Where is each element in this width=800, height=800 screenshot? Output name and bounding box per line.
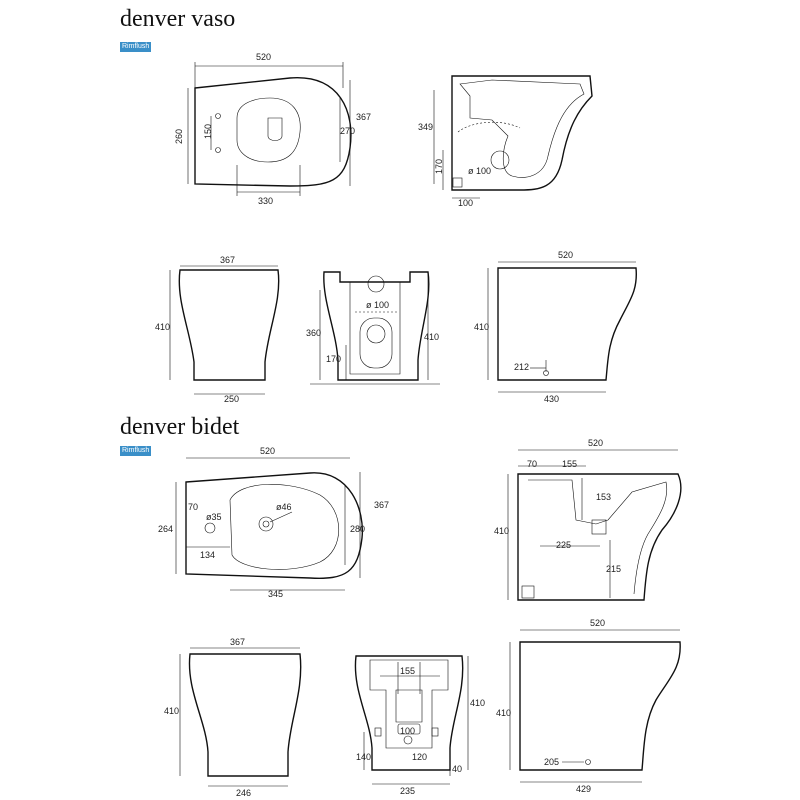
vaso-top-bottom-label: 330 [258, 196, 273, 206]
vaso-back-height-label: 360 [306, 328, 321, 338]
vaso-side-height-label: 349 [418, 122, 433, 132]
vaso-right-view: 520 410 212 430 [474, 250, 637, 404]
vaso-back-total-label: 410 [424, 332, 439, 342]
vaso-front-height-label: 410 [155, 322, 170, 332]
vaso-top-bowl-label: 270 [340, 126, 355, 136]
bidet-side-a-label: 70 [527, 459, 537, 469]
bidet-side-d-label: 225 [556, 540, 571, 550]
bidet-title: denver bidet [120, 414, 240, 440]
bidet-top-depth-label: 367 [374, 500, 389, 510]
bidet-back-total-label: 410 [470, 698, 485, 708]
vaso-top-width-label: 520 [256, 52, 271, 62]
vaso-right-fix-label: 212 [514, 362, 529, 372]
bidet-right-height-label: 410 [496, 708, 511, 718]
vaso-right-base-label: 430 [544, 394, 559, 404]
vaso-front-base-label: 250 [224, 394, 239, 404]
bidet-side-c-label: 153 [596, 492, 611, 502]
bidet-front-height-label: 410 [164, 706, 179, 716]
vaso-logo-text: Rimflush [120, 42, 152, 52]
bidet-back-right-label: 120 [412, 752, 427, 762]
bidet-back-base-label: 235 [400, 786, 415, 796]
bidet-side-width-label: 520 [588, 438, 603, 448]
vaso-front-width-label: 367 [220, 255, 235, 265]
bidet-back-floor-label: 40 [452, 764, 462, 774]
bidet-right-width-label: 520 [590, 618, 605, 628]
bidet-side-height-label: 410 [494, 526, 509, 536]
vaso-side-pipe-label: ø 100 [468, 166, 491, 176]
bidet-front-view: 367 410 246 [164, 637, 302, 798]
vaso-right-width-label: 520 [558, 250, 573, 260]
bidet-top-side-label: 134 [200, 550, 215, 560]
bidet-back-top-label: 155 [400, 666, 415, 676]
vaso-back-view: ø 100 410 360 170 [306, 271, 440, 385]
bidet-top-width-label: 520 [260, 446, 275, 456]
bidet-right-fix-label: 205 [544, 757, 559, 767]
bidet-top-tap-label: ø35 [206, 512, 222, 522]
vaso-right-height-label: 410 [474, 322, 489, 332]
vaso-back-low-label: 170 [326, 354, 341, 364]
bidet-back-pipe-label: 100 [400, 726, 415, 736]
vaso-side-outlet-label: 170 [434, 159, 444, 174]
bidet-logo-text: Rimflush [120, 446, 152, 456]
vaso-logo: Rimflush [120, 42, 152, 56]
bidet-back-low-label: 140 [356, 752, 371, 762]
bidet-side-e-label: 215 [606, 564, 621, 574]
bidet-side-section: 520 70 155 153 410 225 215 [494, 438, 682, 601]
vaso-side-floor-label: 100 [458, 198, 473, 208]
vaso-top-holes-label: 150 [203, 124, 213, 139]
vaso-top-view: 520 260 367 270 150 330 [174, 52, 371, 206]
vaso-front-view: 367 410 250 [155, 255, 280, 404]
bidet-top-offset-label: 70 [188, 502, 198, 512]
vaso-title: denver vaso [120, 6, 236, 32]
bidet-back-view: 155 410 100 140 120 235 40 [354, 655, 485, 796]
bidet-right-view: 520 410 205 429 [496, 618, 681, 794]
bidet-top-drain-label: ø46 [276, 502, 292, 512]
vaso-back-pipe-label: ø 100 [366, 300, 389, 310]
bidet-top-height-label: 264 [158, 524, 173, 534]
bidet-logo: Rimflush [120, 446, 152, 460]
bidet-top-bowl-label: 280 [350, 524, 365, 534]
bidet-side-b-label: 155 [562, 459, 577, 469]
bidet-front-base-label: 246 [236, 788, 251, 798]
bidet-top-bottom-label: 345 [268, 589, 283, 599]
vaso-top-depth-label: 367 [356, 112, 371, 122]
bidet-front-width-label: 367 [230, 637, 245, 647]
vaso-side-section: 349 170 ø 100 100 [418, 75, 593, 208]
bidet-top-view: 520 367 280 264 ø35 ø46 70 134 345 [158, 446, 389, 599]
bidet-right-base-label: 429 [576, 784, 591, 794]
vaso-top-height-label: 260 [174, 129, 184, 144]
